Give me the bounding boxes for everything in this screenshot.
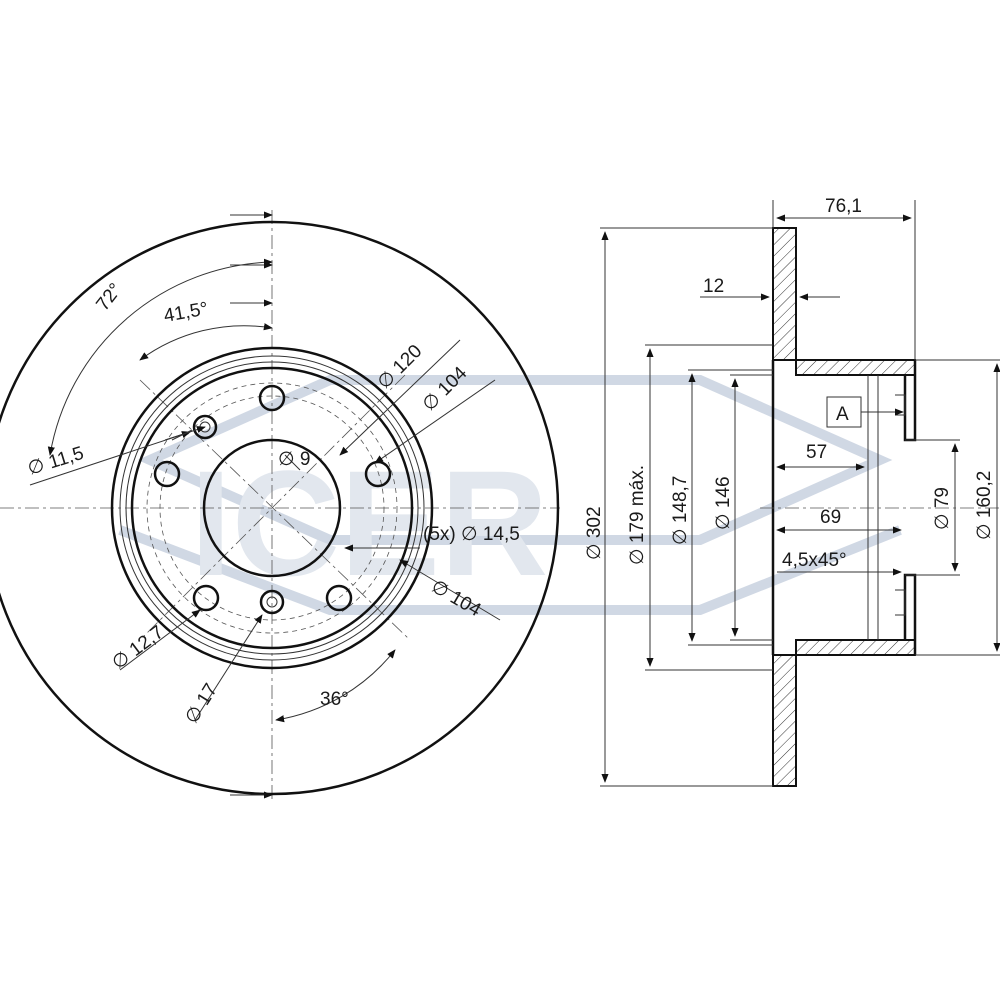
pin-hole-inner bbox=[266, 596, 278, 608]
label-dia-79: ∅ 79 bbox=[932, 487, 953, 530]
label-thickness-12: 12 bbox=[703, 276, 724, 297]
leader-dia-104-top bbox=[374, 379, 496, 464]
label-dim-69: 69 bbox=[820, 507, 841, 528]
label-dia-146: ∅ 146 bbox=[713, 476, 734, 530]
bolt-hole bbox=[192, 584, 220, 612]
leader-dia-9 bbox=[284, 454, 301, 471]
label-dia-11-5: ∅ 11,5 bbox=[25, 443, 86, 480]
pin-hole bbox=[259, 589, 285, 615]
label-chamfer: 4,5x45° bbox=[782, 550, 847, 571]
label-holes-5x: (5x) ∅ 14,5 bbox=[423, 524, 520, 545]
label-dim-57: 57 bbox=[806, 442, 827, 463]
label-angle-36: 36° bbox=[320, 689, 349, 710]
label-dia-9: ∅ 9 bbox=[278, 449, 310, 470]
dimension-arc-72 bbox=[47, 258, 273, 456]
leader-dia-104-bottom bbox=[399, 559, 501, 621]
label-angle-41-5: 41,5° bbox=[162, 299, 210, 327]
label-datum-a: A bbox=[836, 404, 849, 425]
label-dia-120: ∅ 120 bbox=[374, 341, 427, 394]
bolt-hole bbox=[153, 460, 181, 488]
leader-dia-17 bbox=[194, 614, 263, 721]
label-dia-104-top: ∅ 104 bbox=[419, 363, 472, 416]
friction-ring-top bbox=[772, 227, 797, 361]
bolt-circle bbox=[159, 395, 385, 621]
friction-ring-bottom bbox=[772, 654, 797, 787]
leader-dia-12-7 bbox=[119, 609, 201, 671]
watermark-logo: ICER bbox=[118, 375, 902, 615]
label-width-76-1: 76,1 bbox=[825, 196, 862, 217]
leader-tick bbox=[171, 429, 193, 441]
label-dia-148-7: ∅ 148,7 bbox=[670, 476, 691, 545]
leader-dia-120 bbox=[339, 339, 461, 456]
leader-dia-11-5 bbox=[29, 431, 191, 486]
bolt-hole bbox=[325, 584, 353, 612]
hat-wall-top bbox=[795, 359, 916, 376]
label-dia-179-max: ∅ 179 máx. bbox=[627, 465, 648, 565]
diagonal-center-line-b bbox=[139, 374, 406, 641]
side-view: 76,1 12 A 57 69 4,5x45° ∅ 302 ∅ 179 máx.… bbox=[584, 196, 1000, 787]
label-dia-12-7: ∅ 12,7 bbox=[108, 622, 168, 674]
label-angle-72: 72° bbox=[92, 280, 126, 316]
hat-wall-bottom bbox=[795, 639, 916, 656]
pin-detail-bottom bbox=[895, 589, 906, 616]
dimension-arc-41-5 bbox=[139, 323, 273, 361]
label-dia-160-2: ∅ 160,2 bbox=[974, 471, 995, 540]
dimension-arc-36 bbox=[275, 649, 396, 723]
label-dia-302: ∅ 302 bbox=[584, 506, 605, 560]
